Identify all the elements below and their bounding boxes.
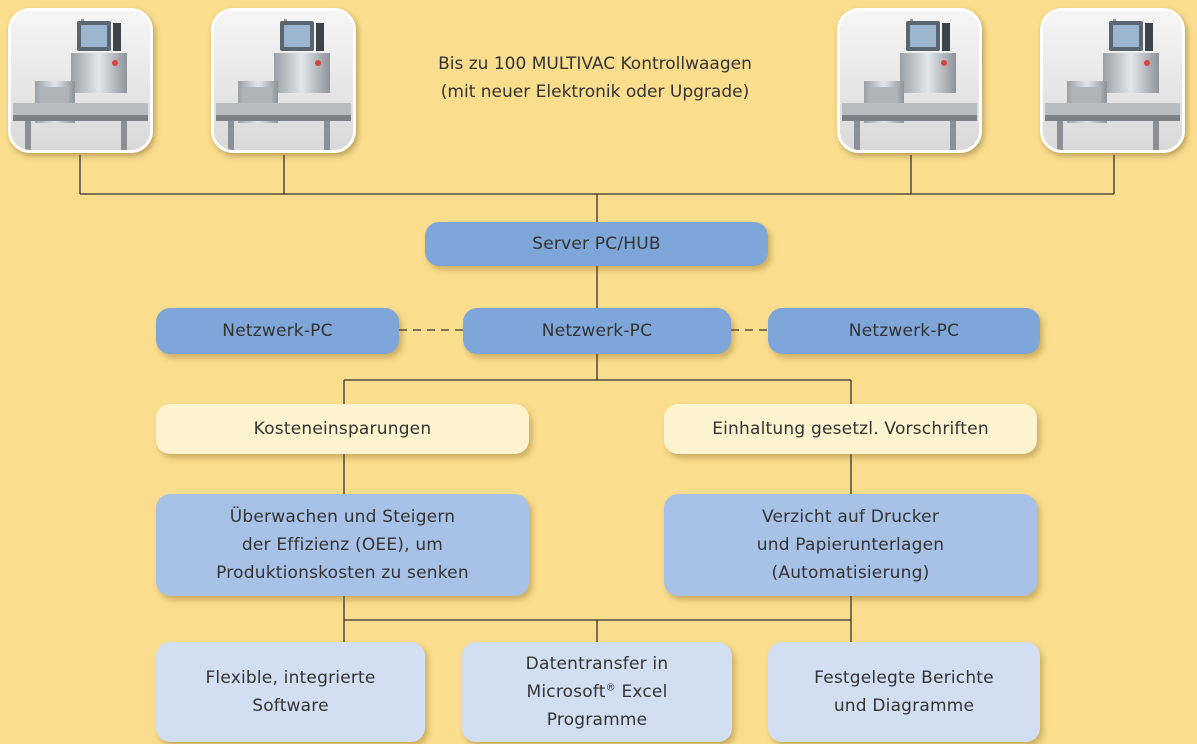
feature-line-1: Datentransfer in (525, 654, 669, 674)
goal-compliance: Einhaltung gesetzl. Vorschriften (664, 404, 1037, 454)
feature-label: Datentransfer in Microsoft® Excel Progra… (526, 650, 669, 734)
benefit-paperless: Verzicht auf Drucker und Papierunterlage… (664, 494, 1037, 596)
network-pc-center: Netzwerk-PC (463, 308, 731, 354)
feature-line-2a: Microsoft (526, 682, 606, 702)
benefit-label: Verzicht auf Drucker und Papierunterlage… (756, 507, 945, 583)
server-label: Server PC/HUB (532, 234, 661, 254)
checkweigher-machine-icon (211, 8, 356, 153)
network-pc-label: Netzwerk-PC (222, 321, 333, 341)
goal-label: Kosteneinsparungen (253, 419, 432, 439)
network-pc-right: Netzwerk-PC (768, 308, 1040, 354)
server-node: Server PC/HUB (425, 222, 768, 266)
header-line-2: (mit neuer Elektronik oder Upgrade) (440, 82, 750, 102)
feature-line-2: Microsoft® Excel (526, 678, 669, 706)
network-pc-label: Netzwerk-PC (848, 321, 960, 341)
checkweigher-machine-icon (8, 8, 153, 153)
feature-label: Festgelegte Berichte und Diagramme (814, 668, 994, 716)
benefit-efficiency: Überwachen und Steigern der Effizienz (O… (156, 494, 529, 596)
feature-software: Flexible, integrierte Software (156, 642, 425, 742)
goal-cost-savings: Kosteneinsparungen (156, 404, 529, 454)
checkweigher-machine-icon (1040, 8, 1185, 153)
registered-mark: ® (605, 682, 616, 694)
header-caption: Bis zu 100 MULTIVAC Kontrollwaagen (mit … (360, 50, 830, 106)
goal-label: Einhaltung gesetzl. Vorschriften (712, 419, 989, 439)
feature-line-3: Programme (546, 710, 648, 730)
benefit-label: Überwachen und Steigern der Effizienz (O… (216, 507, 469, 583)
network-pc-left: Netzwerk-PC (156, 308, 399, 354)
feature-reports: Festgelegte Berichte und Diagramme (768, 642, 1040, 742)
header-line-1: Bis zu 100 MULTIVAC Kontrollwaagen (438, 54, 752, 74)
feature-label: Flexible, integrierte Software (205, 668, 376, 716)
network-pc-label: Netzwerk-PC (541, 321, 653, 341)
feature-line-2b: Excel (615, 682, 668, 702)
checkweigher-machine-icon (837, 8, 982, 153)
feature-excel-transfer: Datentransfer in Microsoft® Excel Progra… (462, 642, 732, 742)
